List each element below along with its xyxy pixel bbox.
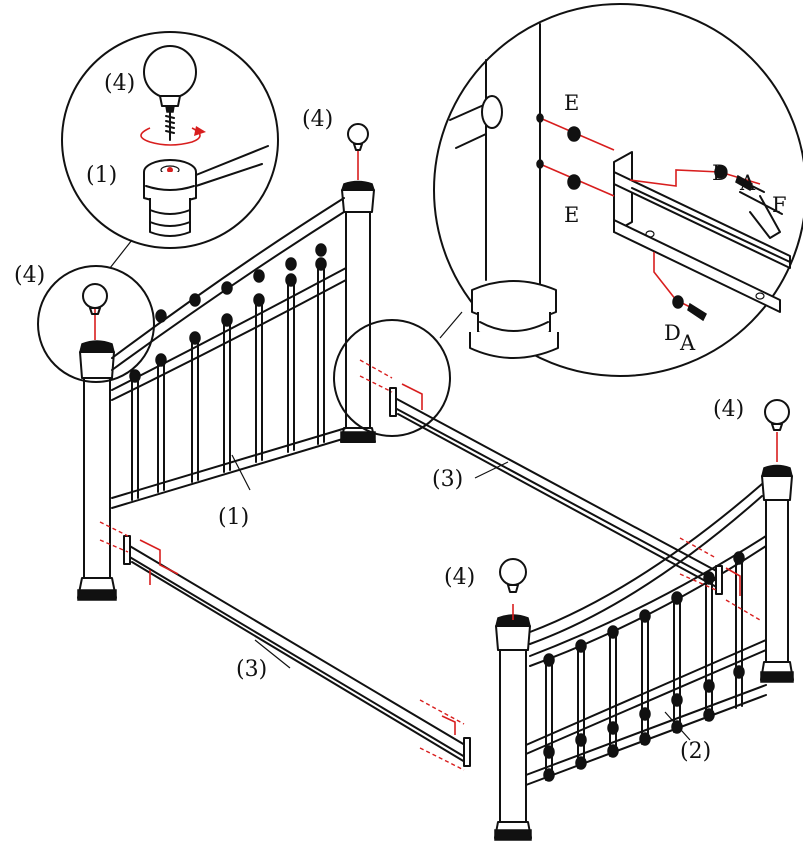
headboard-spindles <box>129 243 327 501</box>
label-headboard-detail: (1) <box>86 163 117 188</box>
side-rail-front <box>123 535 471 767</box>
label-rail-back: (3) <box>432 467 463 492</box>
footboard-spindles <box>543 551 745 782</box>
hardware-label-d-lower: D <box>664 321 681 345</box>
label-headboard: (1) <box>218 505 249 530</box>
finial-footboard-right <box>764 399 790 431</box>
headboard-left-post <box>83 377 111 579</box>
hardware-label-f: F <box>772 193 787 217</box>
footboard <box>494 464 794 841</box>
label-finial-headboard-right: (4) <box>302 107 333 132</box>
label-finial-footboard-left: (4) <box>444 565 475 590</box>
detail-circle-finial-install <box>61 31 279 269</box>
finial-footboard-left <box>499 558 527 593</box>
detail-circle-small-finial <box>37 265 155 383</box>
headboard-left-post-cap <box>79 351 115 379</box>
label-finial-detail: (4) <box>104 71 135 96</box>
footboard-right-post <box>765 499 789 666</box>
headboard <box>77 180 376 601</box>
side-rail-back <box>389 387 723 595</box>
detail-circle-rail-joint <box>333 319 451 437</box>
hardware-label-e-lower: E <box>564 203 579 227</box>
hardware-label-e-upper: E <box>564 91 579 115</box>
label-finial-left: (4) <box>14 263 45 288</box>
label-rail-front: (3) <box>236 657 267 682</box>
detail-circle-rail-bracket <box>433 3 803 377</box>
hardware-guides <box>94 150 778 771</box>
headboard-right-post-cap <box>341 189 375 213</box>
footboard-left-post <box>499 649 527 826</box>
hardware-label-a-lower: A <box>679 331 696 355</box>
detail-leader <box>439 311 463 339</box>
label-finial-footboard-right: (4) <box>713 397 744 422</box>
hardware-label-d-upper: D <box>712 161 729 185</box>
finial-headboard-right <box>347 123 369 151</box>
headboard-right-post <box>345 209 371 431</box>
label-footboard: (2) <box>680 739 711 764</box>
hardware-label-a-upper: A <box>739 171 756 195</box>
